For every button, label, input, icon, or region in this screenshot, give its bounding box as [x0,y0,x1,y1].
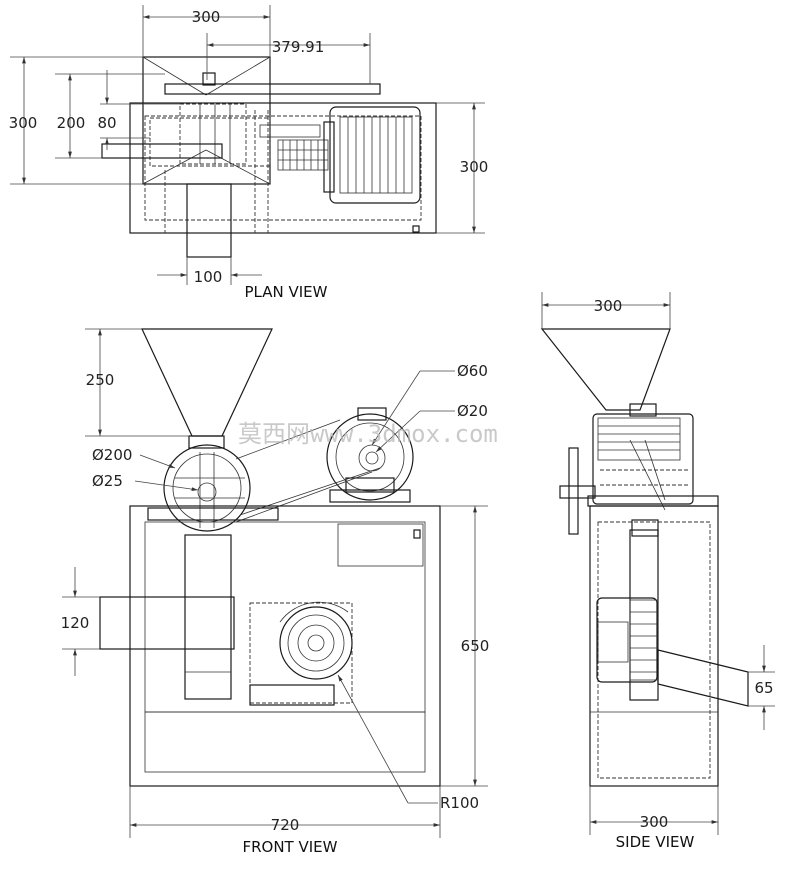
side-motor [592,413,694,511]
watermark-text: 莫西网www.3dmox.com [238,420,498,448]
front-dim-dia-25: Ø25 [92,472,123,490]
plan-dim-200: 200 [57,114,86,132]
front-dim-720: 720 [271,816,300,834]
front-dim-dia-20: Ø20 [457,402,488,420]
front-fan [249,601,353,706]
plan-dim-height-300: 300 [9,114,38,132]
front-chute [184,534,232,700]
front-dim-dia-60: Ø60 [457,362,488,380]
side-dim-top-300: 300 [594,297,623,315]
plan-dim-80: 80 [97,114,116,132]
plan-motor [259,106,421,204]
plan-dim-width-300: 300 [192,8,221,26]
plan-outlet-chute [186,183,232,258]
front-dim-120: 120 [61,614,90,632]
front-view-title: FRONT VIEW [242,838,337,856]
front-dim-dia-200: Ø200 [92,446,132,464]
side-dim-bottom-300: 300 [640,813,669,831]
plan-view-title: PLAN VIEW [245,283,328,301]
front-mill-housing [163,444,251,532]
plan-dim-right-300: 300 [460,158,489,176]
side-view: 300 300 65 SIDE VIEW [540,292,775,851]
plan-base-inner [144,115,422,221]
side-cabinet [589,505,719,787]
plan-hopper-outline [142,56,271,185]
front-dim-650: 650 [461,637,490,655]
plan-dim-100: 100 [194,268,223,286]
plan-fan-grid [277,139,329,171]
front-view: 250 Ø200 Ø25 Ø60 Ø20 120 650 720 R100 FR… [61,328,490,856]
front-inlet-pipe [99,596,235,650]
side-view-title: SIDE VIEW [616,833,695,851]
plan-view: 300 379.91 300 200 80 300 100 PLAN VIEW [9,5,489,301]
plan-belt-bar [164,83,381,95]
front-cabinet [129,505,441,787]
front-dim-250: 250 [86,371,115,389]
side-pulley [568,447,579,535]
side-outlet-pipe [657,649,749,707]
side-dim-65: 65 [754,679,773,697]
plan-base-outline [129,102,437,234]
plan-dim-offset: 379.91 [272,38,325,56]
side-hopper [540,328,671,411]
front-dim-r100: R100 [440,794,479,812]
